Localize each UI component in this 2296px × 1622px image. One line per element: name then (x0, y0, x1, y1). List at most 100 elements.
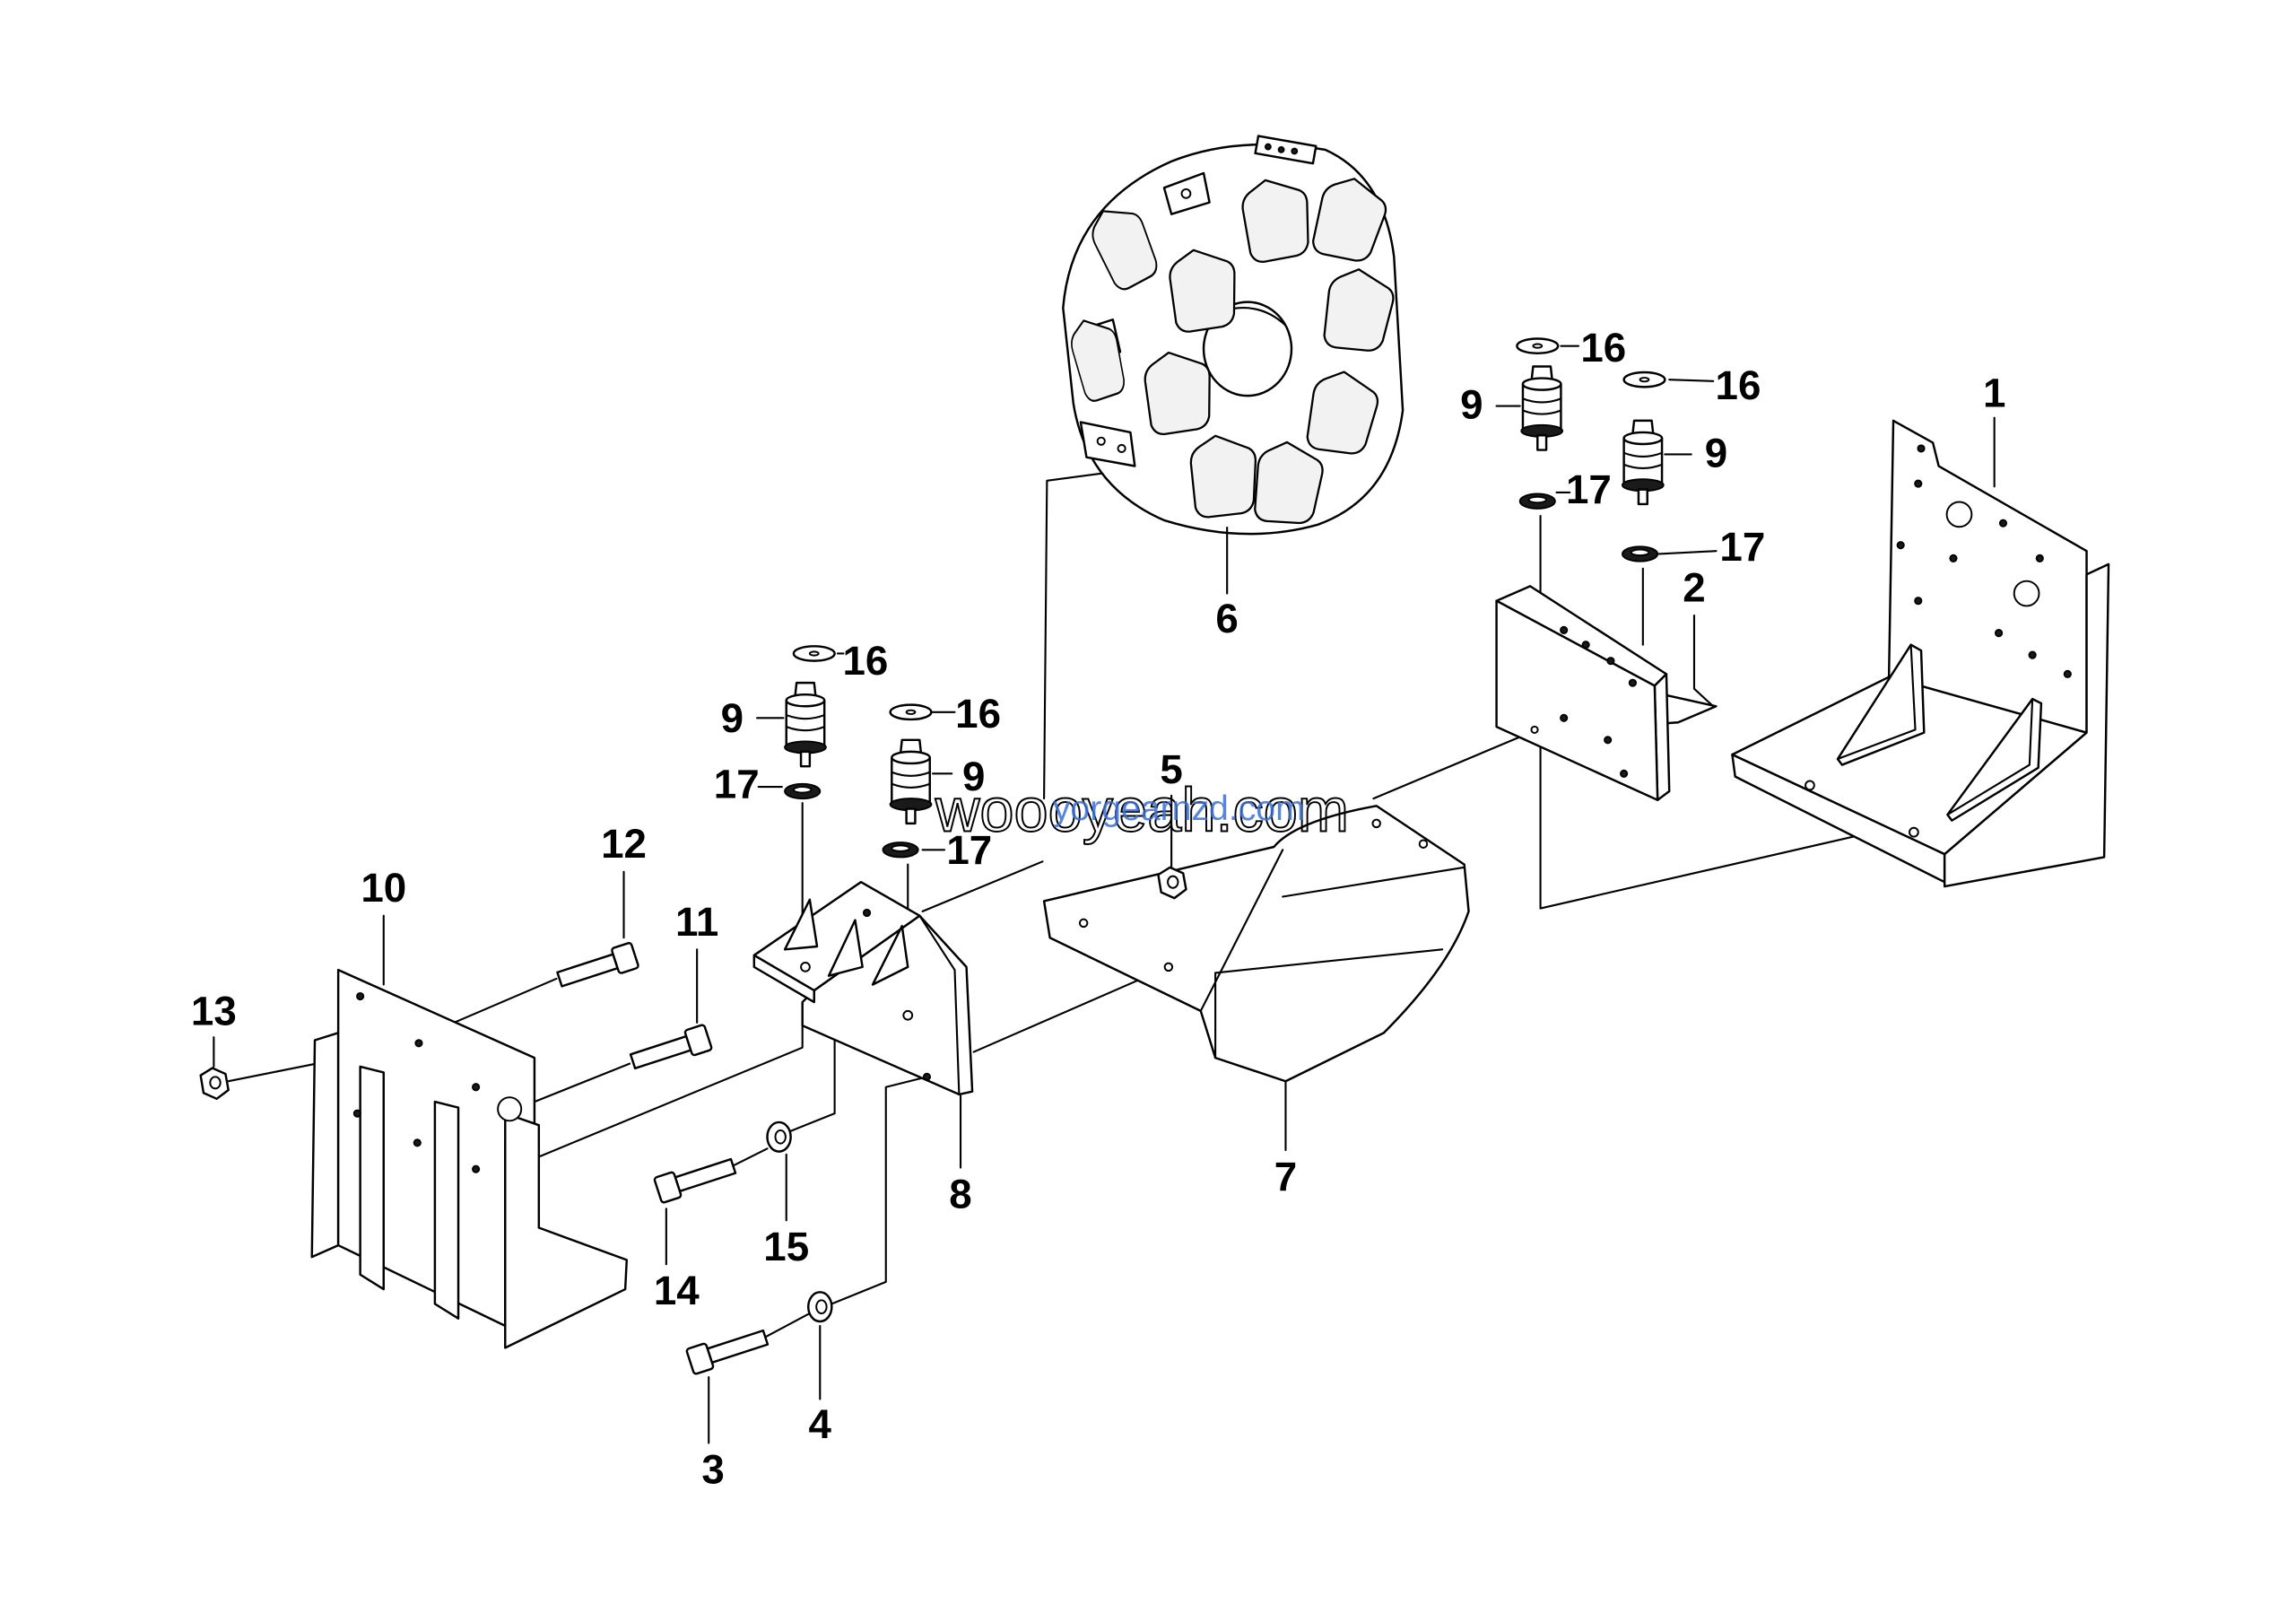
watermark-text: woooyeah.com (935, 776, 1349, 845)
part-6-pad (1306, 371, 1379, 455)
bolt-shaft (556, 953, 619, 988)
part-8-gusset (871, 924, 909, 986)
nut-bore (209, 1076, 222, 1090)
leader-line-2 (1692, 614, 1715, 708)
part-8-hole (922, 1072, 932, 1081)
part-1-hole (2028, 650, 2037, 659)
callout-8: 8 (949, 1171, 971, 1216)
part-3-bolt (685, 1329, 770, 1375)
isolator-top (1521, 377, 1562, 391)
part-10-left-flange (310, 1032, 340, 1259)
leader-lines (213, 344, 1996, 1444)
washer-hole (774, 1129, 787, 1145)
assembly-line-bolt-3 (763, 1312, 810, 1339)
part-2-hole (1530, 725, 1539, 734)
part-7-hole (1371, 818, 1381, 829)
bolt-shaft (674, 1157, 737, 1193)
part-6-connector-hole (1180, 187, 1192, 199)
bolt-head (683, 1024, 713, 1057)
part-6-drum (1062, 135, 1405, 536)
part-8-hole (862, 908, 872, 918)
callout-15: 15 (763, 1224, 809, 1269)
isolator-stud (905, 807, 917, 825)
callout-labels: 1 2 3 4 5 6 7 8 9 9 9 9 10 11 12 13 14 1… (191, 325, 2005, 1493)
isolator-top (1622, 431, 1664, 446)
part-6-top-plate-hole (1264, 143, 1272, 151)
callout-9: 9 (1705, 430, 1727, 475)
callout-5: 5 (1160, 746, 1182, 792)
part-15-washer (766, 1121, 792, 1153)
part-1-hole (1896, 541, 1905, 550)
part-10-large-hole (497, 1096, 523, 1122)
part-6-pad (1241, 179, 1309, 263)
isolator-stud (1536, 434, 1548, 451)
part-13-nut (199, 1067, 230, 1101)
part-10-bracket (310, 968, 628, 1349)
bolt-head (653, 1171, 683, 1204)
part-4-washer (807, 1291, 833, 1323)
callout-11: 11 (675, 899, 718, 945)
watermark-overlay-text: yorgearnzd.com (1053, 789, 1305, 828)
assembly-line-shield-to-bracket-2 (1372, 731, 1532, 800)
part-7-fold-line (1282, 866, 1465, 898)
part-6-pad (1071, 319, 1125, 402)
part-6-pad (1144, 351, 1211, 436)
part-1-hole (2035, 554, 2044, 562)
part-6-top-plate (1254, 135, 1318, 165)
part-7-hole (1078, 918, 1089, 929)
part-6-connector-hole (1096, 436, 1106, 446)
part-8-hole (902, 1009, 914, 1021)
part-10-rib (359, 1065, 385, 1291)
part-10-hole (472, 1083, 481, 1092)
part-2-hole (1560, 713, 1569, 722)
assembly-line-bolt-12 (453, 977, 558, 1024)
callout-16: 16 (1580, 325, 1626, 371)
part-6-pad (1189, 434, 1257, 519)
part-2-hole (1620, 769, 1629, 778)
part-1-base-hole (1909, 826, 1919, 838)
part-8-gusset (827, 919, 864, 977)
part-11-bolt (629, 1024, 713, 1070)
bolt-shaft (629, 1034, 692, 1070)
isolator-band (1521, 397, 1562, 415)
part-7-shield-body (1042, 805, 1470, 1083)
part-6-pad (1169, 249, 1236, 333)
part-2-bracket (1495, 585, 1718, 801)
isolator-band (1622, 451, 1664, 470)
part-17-washer-hole (1527, 495, 1548, 504)
callout-7: 7 (1274, 1154, 1297, 1199)
part-10-hole (414, 1039, 423, 1048)
callout-10: 10 (361, 865, 406, 911)
part-6-pad (1323, 268, 1395, 352)
part-17-washer-hole (891, 844, 910, 852)
part-2-hole (1560, 625, 1569, 634)
part-1-hole (1914, 597, 1923, 606)
bolt-head (611, 942, 639, 974)
part-16-washer-hole (808, 650, 820, 657)
part-2-hole (1604, 736, 1613, 745)
part-17-washers (784, 493, 1659, 859)
part-10-side-plate (504, 1112, 628, 1349)
part-9-isolator (1622, 419, 1665, 506)
part-8-base-edge (752, 954, 815, 1004)
callout-17: 17 (1719, 524, 1765, 570)
callout-2: 2 (1683, 565, 1705, 611)
watermark: woooyeah.com yorgearnzd.com (934, 775, 1350, 846)
part-10-hole (413, 1138, 422, 1147)
part-1-gusset-right-edge (1946, 698, 2034, 816)
part-16-washers (792, 337, 1666, 721)
part-1-gusset-right (1946, 697, 2043, 822)
part-5-nut (1157, 866, 1187, 900)
part-9-isolator (889, 738, 933, 825)
callout-9: 9 (962, 754, 985, 799)
part-10-hole (472, 1164, 481, 1173)
assembly-line-bolt-14 (728, 1147, 769, 1169)
isolator-stud (1637, 488, 1648, 506)
callout-14: 14 (654, 1268, 700, 1313)
callout-13: 13 (191, 988, 237, 1033)
part-16-washer-hole (1532, 343, 1544, 349)
part-1-gusset-left-edge (1836, 643, 1917, 761)
part-14-bolt (653, 1157, 737, 1204)
part-6-connector-plate (1079, 421, 1136, 467)
isolator-band (785, 714, 826, 732)
